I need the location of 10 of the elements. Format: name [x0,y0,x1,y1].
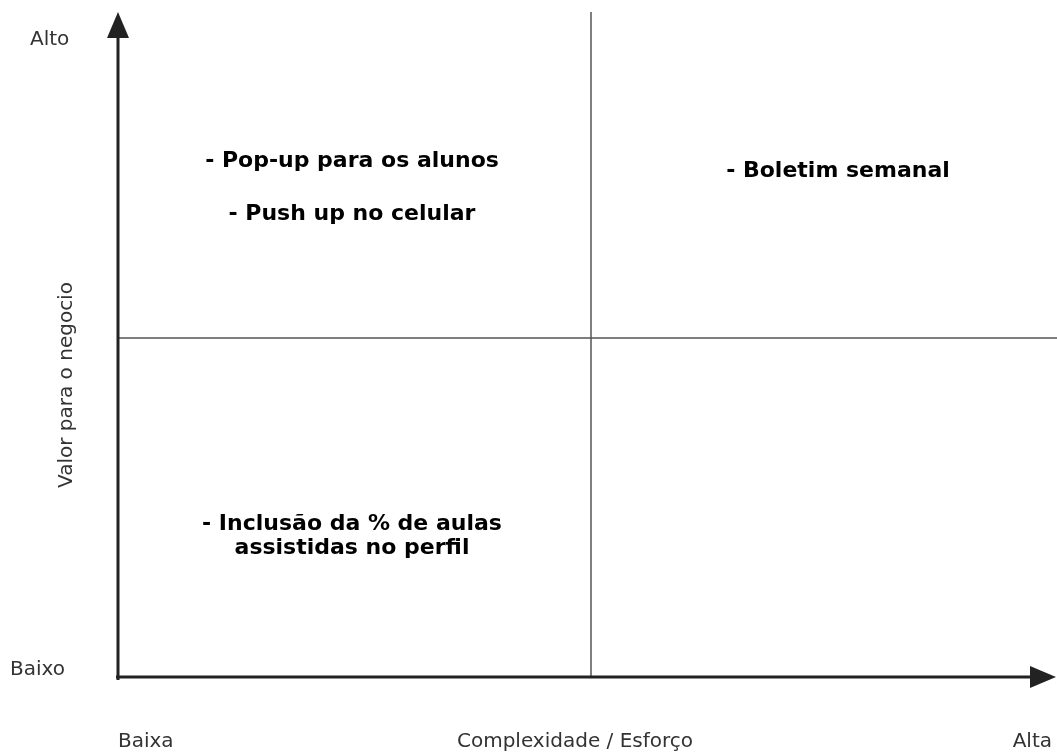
axis-label: Baixo [10,657,65,679]
quadrant-item: - Boletim semanal [726,157,950,183]
quadrant-item: - Inclusão da % de aulas assistidas no perfil [201,510,503,560]
axis-label: Complexidade / Esforço [457,729,693,751]
axis-label: Baixa [118,729,174,751]
quadrant-item: - Push up no celular [228,200,476,226]
quadrant-item: - Pop-up para os alunos [205,147,499,173]
axis-label: Alta [1012,729,1052,751]
axis-label: Alto [30,27,70,49]
axis-label: Valor para o negocio [54,282,76,488]
